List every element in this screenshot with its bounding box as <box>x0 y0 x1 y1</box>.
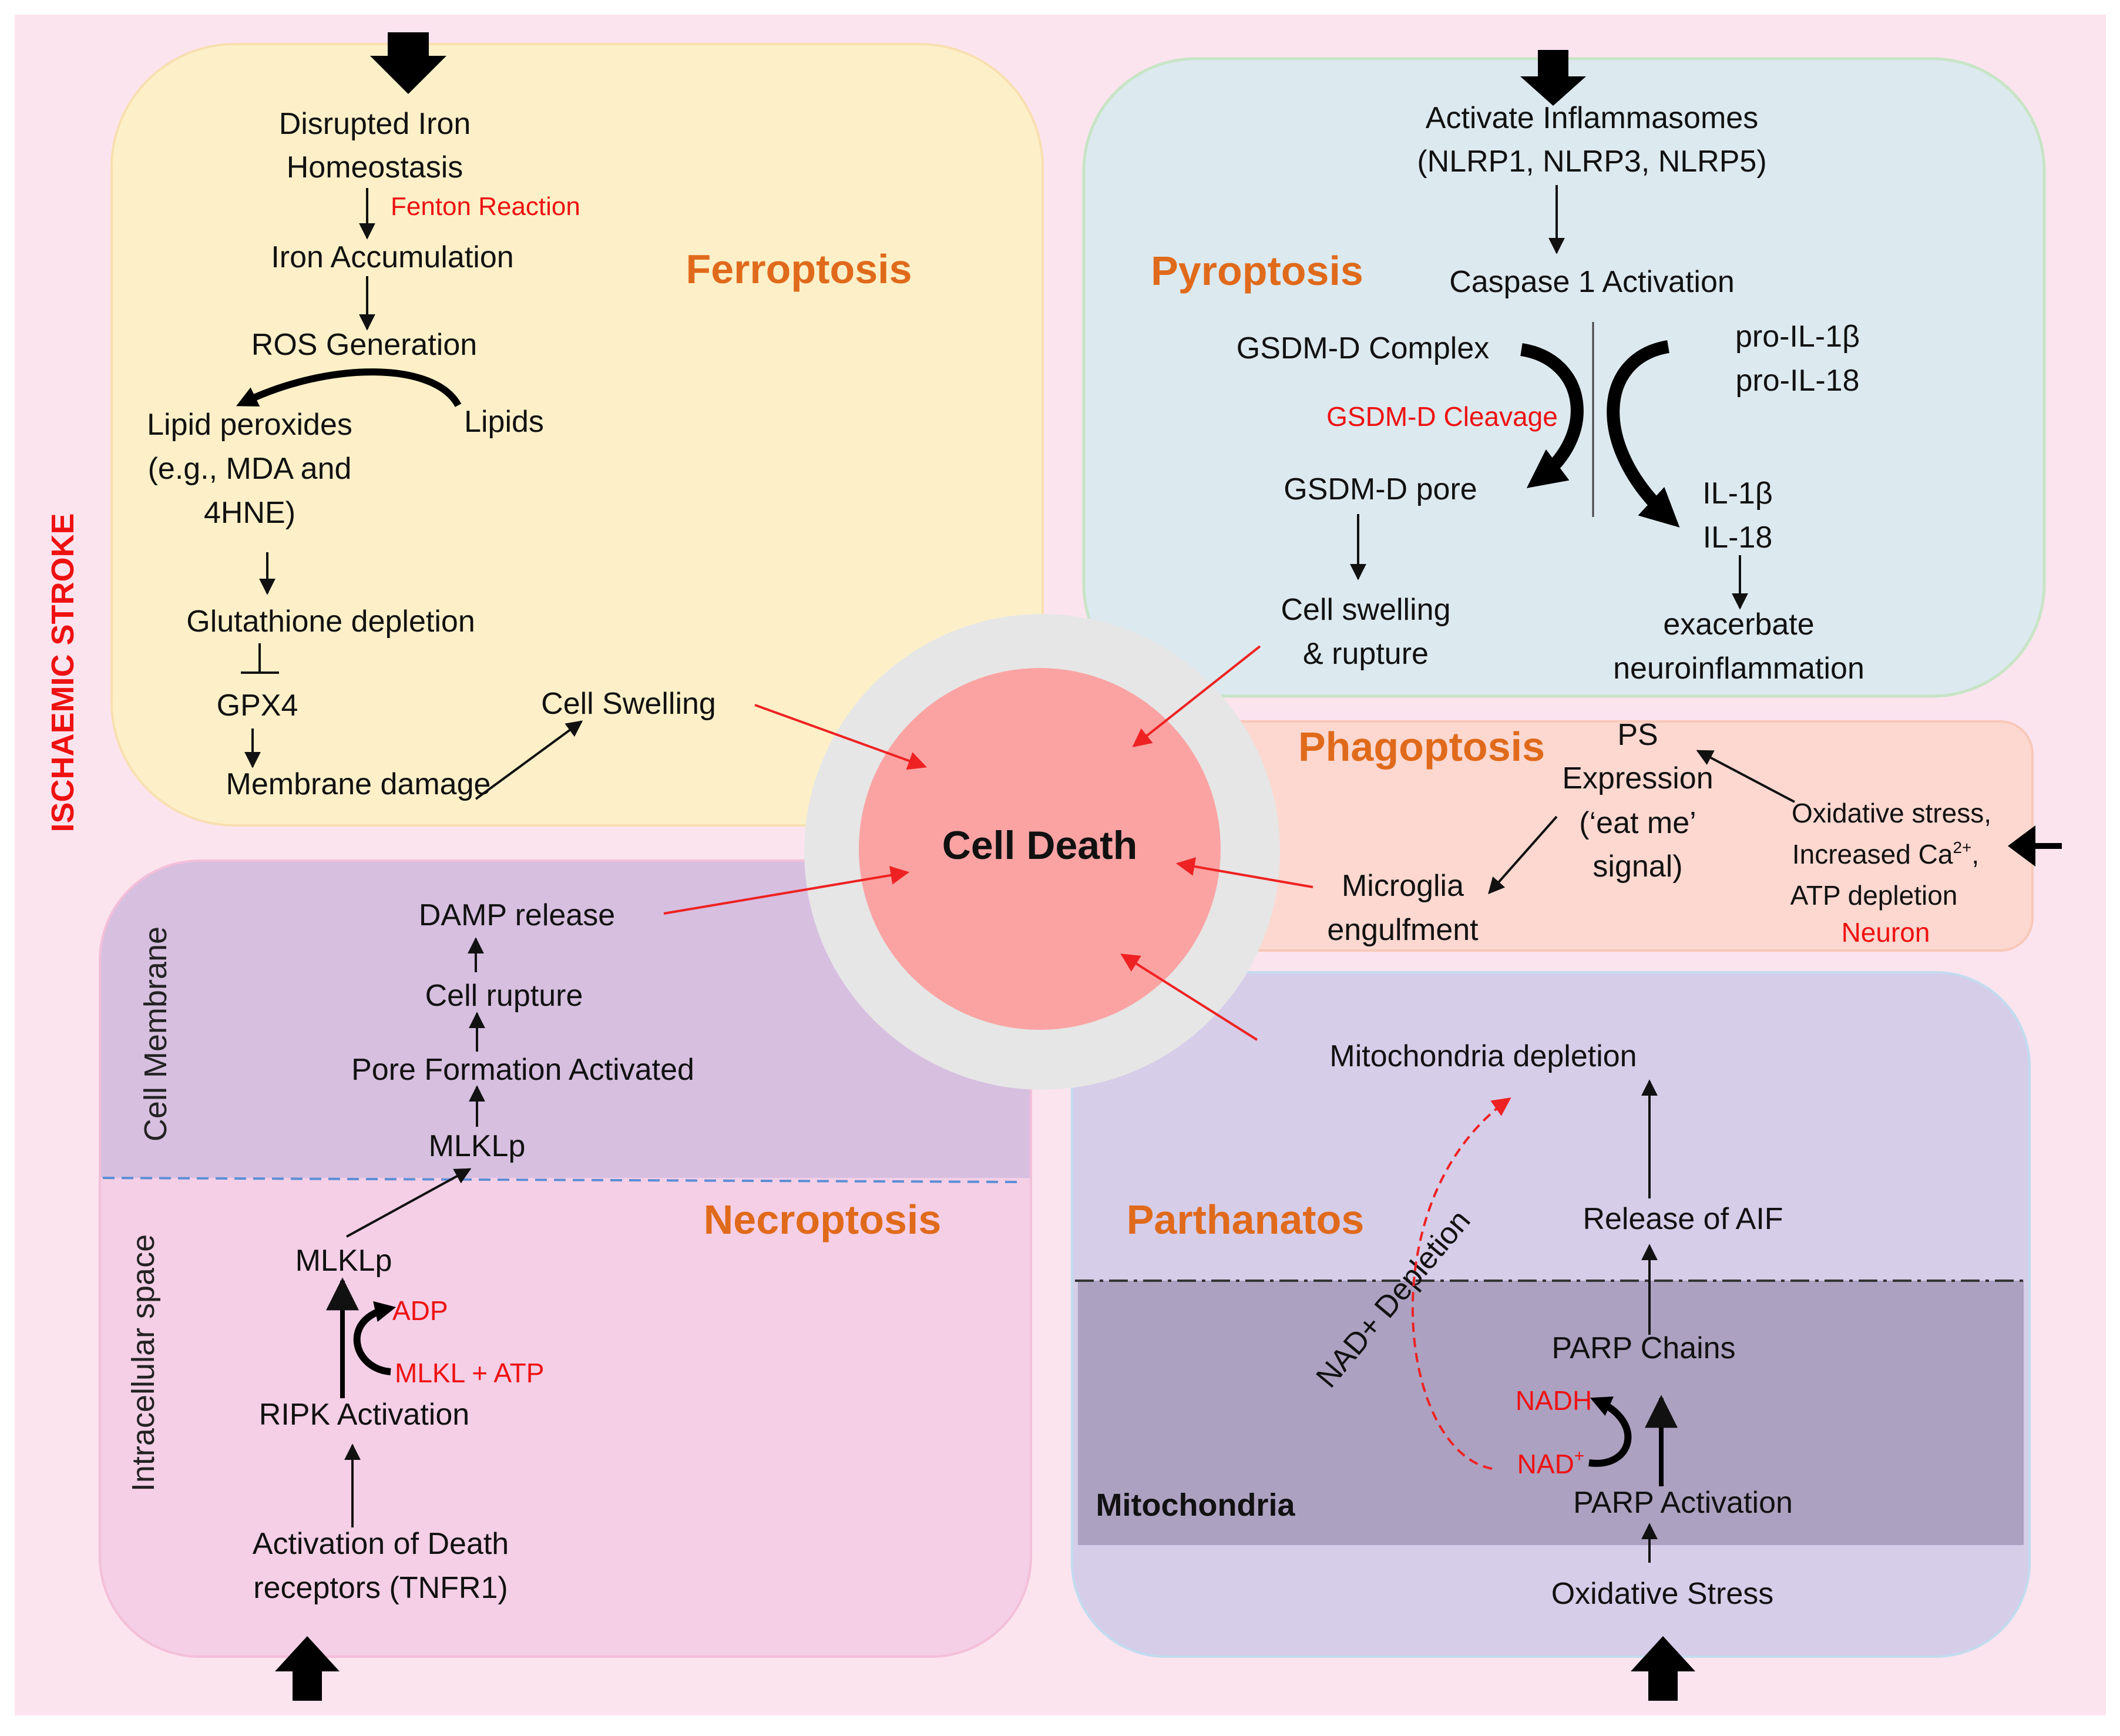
death-receptors-line2: receptors (TNFR1) <box>253 1571 508 1605</box>
membrane-damage-label: Membrane damage <box>226 767 491 801</box>
oxidative-stress-label: Oxidative Stress <box>1551 1577 1774 1611</box>
parthanatos-to-cell-death <box>1120 953 1258 1041</box>
input-arrow-necroptosis <box>275 1636 340 1701</box>
pro-il18-label: pro-IL-18 <box>1736 364 1860 398</box>
gsdm-complex-label: GSDM-D Complex <box>1237 331 1490 365</box>
death-receptors-line1: Activation of Death <box>253 1527 509 1561</box>
oxidative-stress-line1: Oxidative stress, <box>1792 798 1991 828</box>
adp-label: ADP <box>392 1295 448 1326</box>
gsdm-cleavage-label: GSDM-D Cleavage <box>1326 401 1558 432</box>
gsdm-cleavage-arrow <box>1520 343 1584 488</box>
mitochondria-region <box>1078 1281 2024 1545</box>
pyroptosis-arrows <box>1350 185 1748 610</box>
pyroptosis-heading: Pyroptosis <box>1151 248 1363 294</box>
parthanatos-heading: Parthanatos <box>1127 1197 1365 1243</box>
glutathione-inhibition <box>241 643 279 674</box>
calcium-comma: , <box>1971 839 1979 869</box>
gsdm-pore-label: GSDM-D pore <box>1284 472 1477 506</box>
pyroptosis-to-cell-death <box>1132 645 1261 747</box>
il-maturation-arrow <box>1607 340 1680 528</box>
necroptosis-heading: Necroptosis <box>704 1197 942 1243</box>
neuron-label: Neuron <box>1842 917 1930 948</box>
nad-superscript: + <box>1574 1446 1585 1466</box>
microglia-line2: engulfment <box>1327 913 1479 947</box>
phagoptosis-arrows <box>1488 750 1795 895</box>
cell-swelling-rupture-line1: Cell swelling <box>1281 593 1451 627</box>
cell-death-label: Cell Death <box>942 823 1138 868</box>
iron-accumulation-label: Iron Accumulation <box>271 240 513 274</box>
fenton-reaction-label: Fenton Reaction <box>391 192 580 221</box>
nad-text: NAD <box>1517 1449 1574 1479</box>
necroptosis-arrows <box>344 937 485 1527</box>
mlklp-intracellular-label: MLKLp <box>295 1244 392 1278</box>
cell-swelling-rupture-line2: & rupture <box>1303 637 1429 671</box>
cell-death-circle <box>859 668 1221 1030</box>
calcium-text: Increased Ca <box>1792 839 1953 869</box>
ferroptosis-heading: Ferroptosis <box>686 246 912 292</box>
phagoptosis-heading: Phagoptosis <box>1298 724 1545 770</box>
side-title: ISCHAEMIC STROKE <box>45 513 80 832</box>
mlkl-atp-label: MLKL + ATP <box>395 1358 544 1388</box>
input-arrow-pyroptosis <box>1520 50 1586 106</box>
phagoptosis-to-cell-death <box>1175 857 1313 888</box>
cell-death-arrows <box>663 645 1313 1041</box>
input-arrow-phagoptosis <box>2008 825 2062 867</box>
mitochondria-label: Mitochondria <box>1096 1487 1296 1523</box>
nad-depletion-arrow <box>1412 1097 1511 1470</box>
ferroptosis-iron-line2: Homeostasis <box>287 150 463 184</box>
ros-generation-label: ROS Generation <box>251 328 477 362</box>
lipid-peroxides-line1: Lipid peroxides <box>147 408 352 442</box>
release-aif-label: Release of AIF <box>1583 1202 1783 1236</box>
intracellular-space-label: Intracellular space <box>126 1234 161 1492</box>
damp-release-label: DAMP release <box>419 898 615 932</box>
ferroptosis-to-cell-death <box>754 704 928 770</box>
lipid-peroxides-line2: (e.g., MDA and <box>148 452 352 486</box>
exacerbate-line1: exacerbate <box>1663 607 1814 642</box>
ferroptosis-arrows <box>244 188 583 800</box>
ferroptosis-iron-line1: Disrupted Iron <box>279 107 471 141</box>
gpx4-label: GPX4 <box>217 689 298 723</box>
pore-formation-label: Pore Formation Activated <box>351 1053 694 1087</box>
calcium-superscript: 2+ <box>1953 838 1971 857</box>
input-arrow-ferroptosis <box>370 32 446 94</box>
lipid-peroxides-line3: 4HNE) <box>204 496 295 530</box>
glutathione-depletion-label: Glutathione depletion <box>186 605 475 639</box>
inflammasomes-line2: (NLRP1, NLRP3, NLRP5) <box>1417 145 1766 179</box>
lipids-label: Lipids <box>464 405 544 439</box>
ps-line3: (‘eat me’ <box>1579 806 1696 840</box>
mitochondria-depletion-label: Mitochondria depletion <box>1329 1039 1637 1073</box>
il1b-label: IL-1β <box>1702 476 1773 511</box>
cell-swelling-label: Cell Swelling <box>541 687 716 721</box>
caspase-activation-label: Caspase 1 Activation <box>1449 265 1735 299</box>
intracellular-region <box>100 1178 1031 1657</box>
necroptosis-to-cell-death <box>663 866 910 915</box>
calcium-line: Increased Ca2+, <box>1792 838 1979 869</box>
input-arrow-parthanatos <box>1631 1636 1695 1701</box>
cell-membrane-label: Cell Membrane <box>138 926 173 1141</box>
ps-line4: signal) <box>1592 849 1682 884</box>
nad-label: NAD+ <box>1517 1446 1585 1479</box>
nad-conversion-arrow <box>1588 1396 1632 1467</box>
ripk-activation-label: RIPK Activation <box>259 1398 469 1432</box>
inflammasomes-line1: Activate Inflammasomes <box>1426 101 1758 135</box>
parp-activation-label: PARP Activation <box>1573 1486 1793 1520</box>
exacerbate-line2: neuroinflammation <box>1613 652 1864 686</box>
nadh-label: NADH <box>1516 1385 1592 1416</box>
parthanatos-panel <box>1071 971 2031 1658</box>
pro-il1b-label: pro-IL-1β <box>1735 320 1860 354</box>
il18-label: IL-18 <box>1703 521 1773 555</box>
cell-rupture-label: Cell rupture <box>425 979 583 1013</box>
ferroptosis-panel <box>110 43 1044 827</box>
ps-line1: PS <box>1617 718 1658 752</box>
membrane-divider <box>102 1177 1023 1183</box>
phosphorylation-arrow <box>353 1301 397 1375</box>
parp-chains-label: PARP Chains <box>1551 1331 1735 1365</box>
microglia-line1: Microglia <box>1342 869 1464 903</box>
lipid-peroxidation-arrow <box>236 368 462 408</box>
mlklp-membrane-label: MLKLp <box>429 1129 526 1163</box>
atp-depletion-label: ATP depletion <box>1790 880 1958 911</box>
ps-line2: Expression <box>1562 761 1713 795</box>
